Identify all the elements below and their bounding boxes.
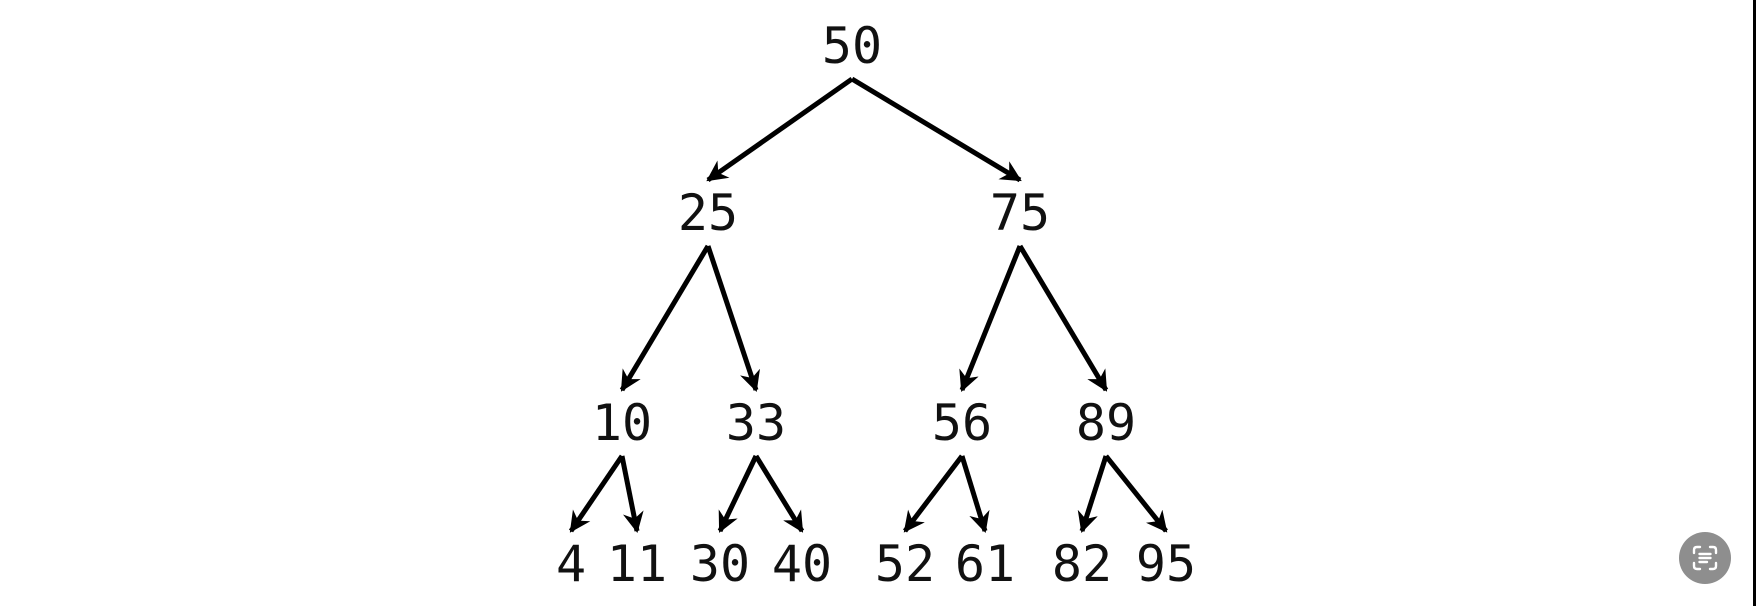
node-11: 11	[607, 535, 667, 593]
node-56: 56	[932, 394, 992, 452]
node-82: 82	[1052, 535, 1112, 593]
edge-89-to-95	[1104, 454, 1168, 533]
edge-33-to-30	[717, 454, 759, 533]
edge-89-to-82	[1077, 455, 1109, 534]
edge-56-to-52	[903, 454, 964, 533]
edge-10-to-11	[619, 455, 644, 534]
node-33: 33	[726, 394, 786, 452]
node-52: 52	[875, 535, 935, 593]
edge-75-to-89	[1017, 244, 1109, 392]
edge-75-to-56	[959, 245, 1023, 392]
text-scan-icon	[1692, 545, 1718, 571]
node-10: 10	[592, 394, 652, 452]
node-40: 40	[772, 535, 832, 593]
node-75: 75	[990, 184, 1050, 242]
edge-33-to-40	[753, 454, 805, 533]
edge-10-to-4	[568, 454, 625, 533]
tree-nodes: 50 25 75 10 33 56 89 4 11 30 40 52 61 82…	[556, 17, 1196, 593]
edge-50-to-25	[706, 76, 854, 183]
edge-25-to-10	[619, 244, 711, 392]
edge-50-to-75	[850, 76, 1022, 183]
edge-25-to-33	[705, 245, 760, 392]
node-95: 95	[1136, 535, 1196, 593]
edge-56-to-61	[959, 455, 990, 534]
node-61: 61	[955, 535, 1015, 593]
node-4: 4	[556, 535, 586, 593]
window-right-edge	[1753, 0, 1756, 606]
node-50: 50	[822, 17, 882, 75]
node-30: 30	[690, 535, 750, 593]
node-25: 25	[678, 184, 738, 242]
node-89: 89	[1076, 394, 1136, 452]
tree-edges	[568, 76, 1168, 534]
text-scan-button[interactable]	[1679, 532, 1731, 584]
